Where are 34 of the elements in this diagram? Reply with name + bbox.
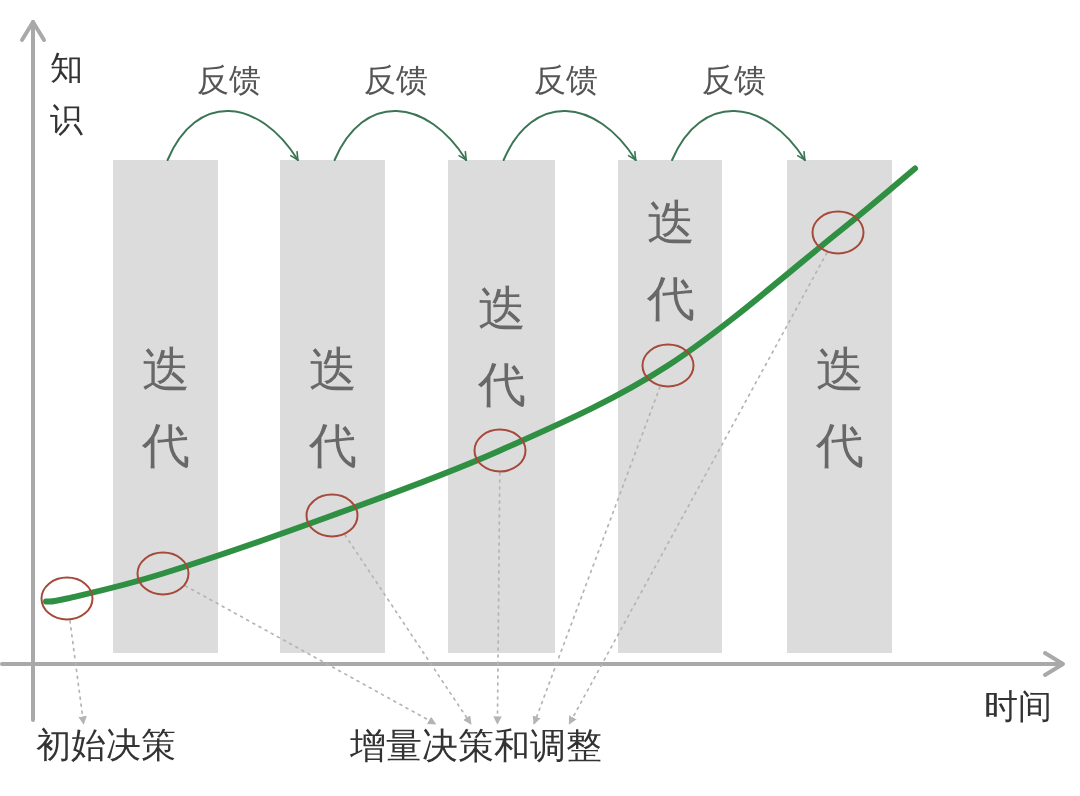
annotation-text: 初始决策 <box>36 724 176 766</box>
leader-line <box>493 472 502 725</box>
leader-line <box>532 386 661 725</box>
iteration-column <box>448 160 555 653</box>
curved-arrow <box>502 110 637 161</box>
edge-label: 反馈 <box>362 62 430 99</box>
column-label: 迭代 <box>646 193 695 328</box>
leader-line <box>344 534 472 725</box>
edge-label: 反馈 <box>700 62 768 99</box>
ring-icon <box>305 493 359 538</box>
iteration-column <box>280 160 385 653</box>
leader-line <box>69 620 87 725</box>
ring-icon <box>136 551 190 596</box>
annotation-text: 增量决策和调整 <box>350 724 602 768</box>
column-label: 迭代 <box>477 279 526 414</box>
curved-arrow <box>333 110 468 161</box>
column-label: 迭代 <box>815 340 864 475</box>
edge-label: 反馈 <box>532 62 600 99</box>
axis-label: 时间 <box>984 689 1052 723</box>
iteration-column <box>787 160 892 653</box>
ring-icon <box>641 343 695 388</box>
edge-label: 反馈 <box>195 62 263 99</box>
curved-arrow <box>166 110 299 161</box>
ring-icon <box>40 576 94 621</box>
iteration-column <box>113 160 218 653</box>
leader-line <box>184 585 437 725</box>
column-label: 迭代 <box>308 340 357 475</box>
iteration-column <box>618 160 722 653</box>
axis-label: 知识 <box>49 47 83 141</box>
column-label: 迭代 <box>141 340 190 475</box>
curved-arrow <box>671 110 806 161</box>
leader-line <box>568 252 828 725</box>
ring-icon <box>811 210 865 255</box>
ring-icon <box>473 428 527 473</box>
